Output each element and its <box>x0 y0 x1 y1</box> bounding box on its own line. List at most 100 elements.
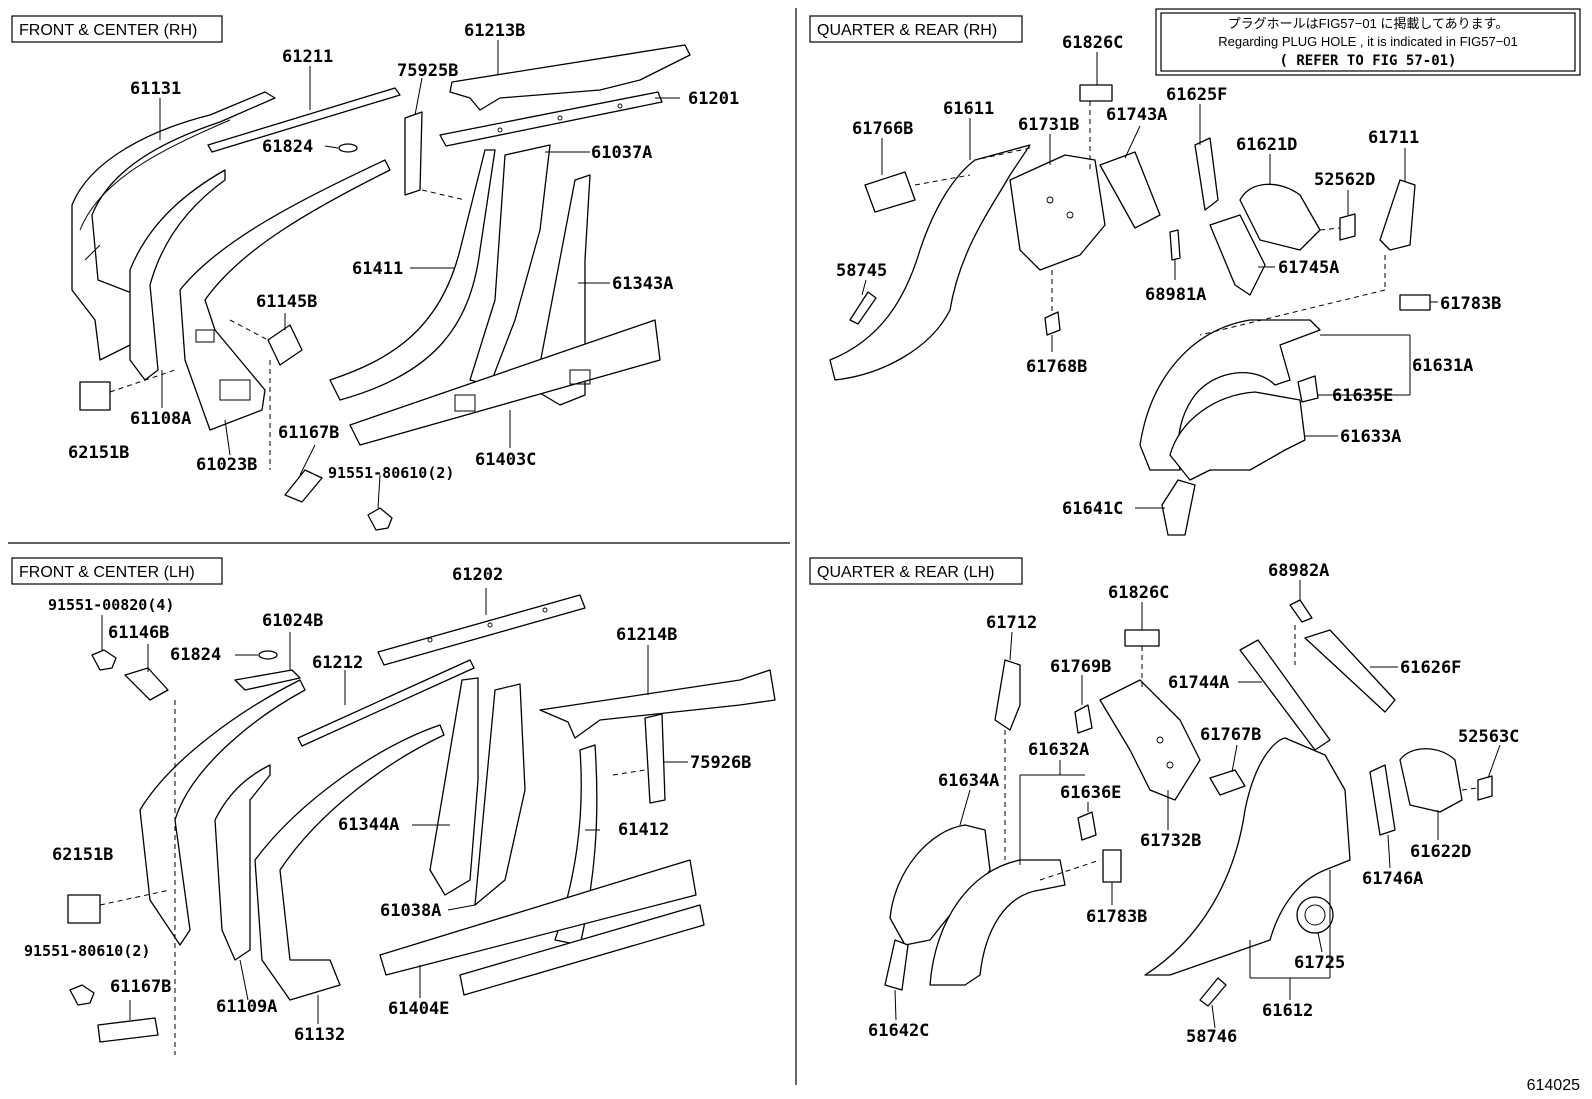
label-61642C[interactable]: 61642C <box>868 1021 929 1041</box>
label-61146B[interactable]: 61146B <box>108 623 169 643</box>
label-61037A[interactable]: 61037A <box>591 143 652 163</box>
label-61024B[interactable]: 61024B <box>262 611 323 631</box>
part-61622D-shape <box>1399 748 1463 813</box>
label-61746A[interactable]: 61746A <box>1362 869 1423 889</box>
part-61636E-shape <box>1077 811 1097 841</box>
label-61625F[interactable]: 61625F <box>1166 85 1227 105</box>
label-91551-80610[interactable]: 91551-80610(2) <box>24 942 150 960</box>
label-61767B[interactable]: 61767B <box>1200 725 1261 745</box>
label-61202[interactable]: 61202 <box>452 565 503 585</box>
part-61023B-shape <box>179 159 391 431</box>
label-61768B[interactable]: 61768B <box>1026 357 1087 377</box>
label-62151B[interactable]: 62151B <box>68 443 129 463</box>
label-61826C[interactable]: 61826C <box>1108 583 1169 603</box>
label-61631A[interactable]: 61631A <box>1412 356 1473 376</box>
label-61634A[interactable]: 61634A <box>938 771 999 791</box>
part-75926B-shape <box>644 713 666 804</box>
label-61632A[interactable]: 61632A <box>1028 740 1089 760</box>
label-61635E[interactable]: 61635E <box>1332 386 1393 406</box>
part-61212-shape <box>297 659 475 747</box>
label-61621D[interactable]: 61621D <box>1236 135 1297 155</box>
label-58745[interactable]: 58745 <box>836 261 887 281</box>
part-75925B-shape <box>404 111 423 196</box>
label-61712[interactable]: 61712 <box>986 613 1037 633</box>
label-61731B[interactable]: 61731B <box>1018 115 1079 135</box>
label-61745A[interactable]: 61745A <box>1278 258 1339 278</box>
label-61214B[interactable]: 61214B <box>616 625 677 645</box>
part-61108A-shape <box>129 169 226 381</box>
label-61783B[interactable]: 61783B <box>1440 294 1501 314</box>
part-labels: 61131 61211 61213B 75925B 61201 61824 61… <box>24 21 1519 1047</box>
label-61108A[interactable]: 61108A <box>130 409 191 429</box>
part-61824-shape <box>338 143 358 153</box>
label-75925B[interactable]: 75925B <box>397 61 458 81</box>
label-61626F[interactable]: 61626F <box>1400 658 1461 678</box>
part-61214B-shape <box>539 669 776 739</box>
label-61023B[interactable]: 61023B <box>196 455 257 475</box>
label-68982A[interactable]: 68982A <box>1268 561 1329 581</box>
label-61743A[interactable]: 61743A <box>1106 105 1167 125</box>
label-91551-00820[interactable]: 91551-00820(4) <box>48 596 174 614</box>
label-61824[interactable]: 61824 <box>262 137 313 157</box>
part-61731B-shape <box>1009 154 1106 271</box>
label-52563C[interactable]: 52563C <box>1458 727 1519 747</box>
part-61612-shape <box>1144 737 1351 976</box>
label-61725[interactable]: 61725 <box>1294 953 1345 973</box>
label-61612[interactable]: 61612 <box>1262 1001 1313 1021</box>
note-line-3: ( REFER TO FIG 57-01) <box>1279 53 1456 69</box>
label-91551-80610[interactable]: 91551-80610(2) <box>328 464 454 482</box>
label-61403C[interactable]: 61403C <box>475 450 536 470</box>
label-61167B[interactable]: 61167B <box>110 977 171 997</box>
part-bolt-shape <box>367 507 393 531</box>
label-68981A[interactable]: 68981A <box>1145 285 1206 305</box>
label-61411[interactable]: 61411 <box>352 259 403 279</box>
label-61343A[interactable]: 61343A <box>612 274 673 294</box>
part-61131-shape <box>71 91 276 361</box>
part-61202-shape <box>377 594 586 666</box>
label-61641C[interactable]: 61641C <box>1062 499 1123 519</box>
label-61167B[interactable]: 61167B <box>278 423 339 443</box>
label-61038A[interactable]: 61038A <box>380 901 441 921</box>
label-61636E[interactable]: 61636E <box>1060 783 1121 803</box>
part-61744A-shape <box>1239 639 1331 751</box>
label-61769B[interactable]: 61769B <box>1050 657 1111 677</box>
label-61213B[interactable]: 61213B <box>464 21 525 41</box>
label-61412[interactable]: 61412 <box>618 820 669 840</box>
label-61711[interactable]: 61711 <box>1368 128 1419 148</box>
label-61145B[interactable]: 61145B <box>256 292 317 312</box>
label-75926B[interactable]: 75926B <box>690 753 751 773</box>
label-61824[interactable]: 61824 <box>170 645 221 665</box>
label-62151B[interactable]: 62151B <box>52 845 113 865</box>
section-quarter-rh: QUARTER & REAR (RH) <box>809 15 1023 43</box>
label-61826C[interactable]: 61826C <box>1062 33 1123 53</box>
part-61024B-shape <box>234 669 301 691</box>
label-61132[interactable]: 61132 <box>294 1025 345 1045</box>
label-61404E[interactable]: 61404E <box>388 999 449 1019</box>
part-61725-shape <box>1296 896 1334 934</box>
label-61201[interactable]: 61201 <box>688 89 739 109</box>
label-61744A[interactable]: 61744A <box>1168 673 1229 693</box>
label-61212[interactable]: 61212 <box>312 653 363 673</box>
label-61344A[interactable]: 61344A <box>338 815 399 835</box>
label-61732B[interactable]: 61732B <box>1140 831 1201 851</box>
front-lh-leaders <box>99 588 688 1055</box>
label-61109A[interactable]: 61109A <box>216 997 277 1017</box>
label-61766B[interactable]: 61766B <box>852 119 913 139</box>
label-61633A[interactable]: 61633A <box>1340 427 1401 447</box>
section-title: QUARTER & REAR (RH) <box>817 22 997 39</box>
part-68982A-shape <box>1289 599 1313 623</box>
label-61131[interactable]: 61131 <box>130 79 181 99</box>
label-61622D[interactable]: 61622D <box>1410 842 1471 862</box>
label-61611[interactable]: 61611 <box>943 99 994 119</box>
part-61146B-shape <box>124 667 169 701</box>
part-61145B-shape <box>267 324 303 366</box>
quarter-lh-parts <box>884 599 1493 1007</box>
label-58746[interactable]: 58746 <box>1186 1027 1237 1047</box>
part-61404E-shape <box>379 859 697 976</box>
label-61783B[interactable]: 61783B <box>1086 907 1147 927</box>
part-61746A-shape <box>1369 764 1396 836</box>
note-line-1: プラグホールはFIG57−01 に掲載してあります。 <box>1228 16 1509 31</box>
label-52562D[interactable]: 52562D <box>1314 170 1375 190</box>
label-61211[interactable]: 61211 <box>282 47 333 67</box>
section-title: FRONT & CENTER (RH) <box>19 22 197 39</box>
